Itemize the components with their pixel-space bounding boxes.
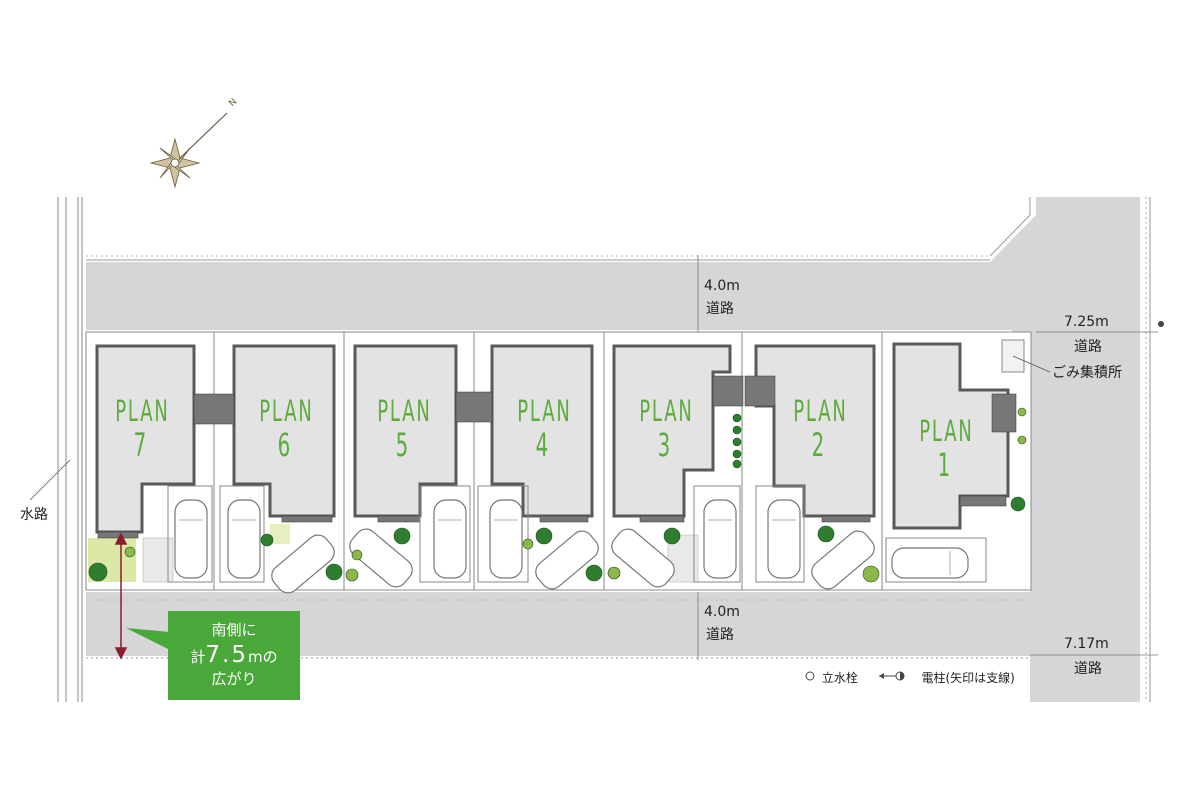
north-road-name: 道路 — [706, 301, 734, 317]
north-road — [86, 215, 1036, 330]
entrance-tiles — [97, 375, 1017, 539]
callout-pointer — [126, 628, 170, 650]
garbage-area-label: ごみ集積所 — [1052, 365, 1122, 381]
utility-pole-icon — [879, 671, 905, 681]
east-road — [1012, 197, 1140, 702]
east-road-lower-name: 道路 — [1074, 661, 1102, 677]
south-road-width: 4.0m — [704, 604, 740, 620]
house-plan-7 — [95, 344, 196, 534]
house-plan-4 — [490, 344, 594, 518]
callout-box: 南側に 計7.5mの 広がり — [168, 611, 300, 700]
house-plan-3 — [612, 344, 732, 518]
waterway-label: 水路 — [20, 507, 48, 523]
east-road-upper-name: 道路 — [1074, 339, 1102, 355]
callout-line-3: 広がり — [211, 670, 257, 688]
east-road-lower-width: 7.17m — [1064, 636, 1109, 652]
house-plan-6 — [232, 344, 336, 518]
legend-pole-label: 電柱(矢印は支線) — [921, 671, 1015, 685]
callout-line-2: 計7.5mの — [190, 642, 278, 668]
dimension-arrow — [114, 532, 128, 660]
parking-spots — [167, 485, 987, 583]
compass-icon — [149, 112, 228, 189]
callout-line-1: 南側に — [211, 621, 257, 639]
legend-hydrant-label: 立水栓 — [821, 671, 858, 685]
utility-pole-marker — [1158, 321, 1164, 327]
hydrant-icon — [805, 671, 815, 681]
east-road-upper-width: 7.25m — [1064, 314, 1109, 330]
south-road-name: 道路 — [706, 627, 734, 643]
trees — [88, 407, 1027, 583]
lot-dividers — [213, 332, 883, 590]
house-plan-1 — [892, 342, 1010, 530]
north-road-width: 4.0m — [704, 278, 740, 294]
legend: 立水栓 電柱(矢印は支線) — [804, 669, 1015, 686]
cars — [174, 499, 969, 594]
house-plan-5 — [353, 344, 458, 518]
